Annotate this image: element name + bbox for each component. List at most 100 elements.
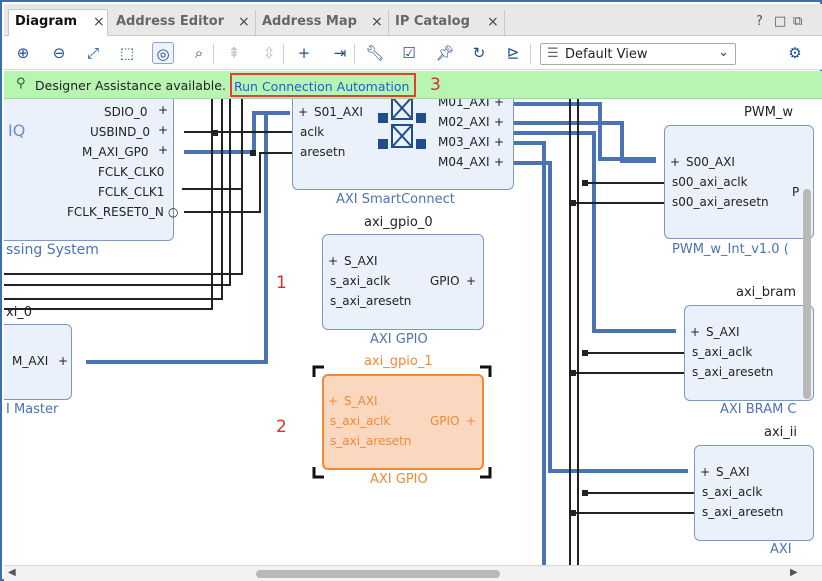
close-icon[interactable]: × bbox=[93, 14, 105, 30]
bus-wire[interactable] bbox=[514, 131, 676, 333]
zoom-out-icon[interactable]: ⊖ bbox=[52, 44, 66, 62]
horizontal-scroll-thumb[interactable] bbox=[256, 570, 500, 578]
vertical-scrollbar[interactable] bbox=[800, 99, 820, 565]
port-s-axi-aresetn[interactable]: s_axi_aresetn bbox=[692, 365, 774, 379]
plus-icon[interactable]: + bbox=[158, 123, 169, 137]
axi-master-block[interactable] bbox=[4, 324, 72, 400]
port-s-axi[interactable]: S_AXI bbox=[344, 254, 378, 268]
regenerate-icon[interactable]: ⊵ bbox=[506, 44, 520, 62]
plus-icon[interactable]: + bbox=[158, 143, 169, 157]
plus-icon[interactable]: + bbox=[494, 155, 505, 169]
help-icon[interactable]: ? bbox=[756, 14, 763, 29]
port-s-axi[interactable]: S_AXI bbox=[344, 394, 378, 408]
zoom-area-icon[interactable]: ⬚ bbox=[119, 44, 135, 62]
port-s-axi-aclk[interactable]: s_axi_aclk bbox=[702, 485, 763, 499]
search-icon[interactable]: ⌕ bbox=[194, 44, 204, 62]
zoom-in-icon[interactable]: ⊕ bbox=[16, 44, 30, 62]
validate-icon[interactable]: ☑ bbox=[402, 44, 416, 62]
bus-wire[interactable] bbox=[514, 121, 656, 163]
net-wire[interactable] bbox=[4, 99, 213, 310]
bus-wire[interactable] bbox=[514, 141, 546, 565]
port-s-axi-aresetn[interactable]: s_axi_aresetn bbox=[330, 434, 412, 448]
refresh-icon[interactable]: ↻ bbox=[472, 44, 486, 62]
tab-diagram[interactable]: Diagram × bbox=[8, 9, 108, 37]
port-fclk-clk1[interactable]: FCLK_CLK1 bbox=[98, 185, 165, 199]
smartconnect-block[interactable] bbox=[292, 99, 514, 190]
plus-icon[interactable]: + bbox=[158, 103, 169, 117]
pin-icon[interactable]: 📌︎ bbox=[435, 44, 455, 62]
plus-icon[interactable]: + bbox=[328, 254, 339, 268]
tab-ip-catalog[interactable]: IP Catalog × bbox=[389, 10, 505, 36]
port-s-axi-aclk[interactable]: s_axi_aclk bbox=[692, 345, 753, 359]
port-s01-axi[interactable]: S01_AXI bbox=[314, 105, 363, 119]
plus-icon[interactable]: + bbox=[328, 394, 339, 408]
port-usbind-0[interactable]: USBIND_0 bbox=[90, 125, 151, 139]
port-fclk-reset0-n[interactable]: FCLK_RESET0_N bbox=[67, 205, 164, 219]
port-fclk-clk0[interactable]: FCLK_CLK0 bbox=[98, 165, 165, 179]
axi-iic-block[interactable] bbox=[694, 445, 814, 541]
port-s-axi-aclk[interactable]: s_axi_aclk bbox=[330, 274, 391, 288]
tab-address-map[interactable]: Address Map × bbox=[256, 10, 389, 36]
add-ip-icon[interactable]: + bbox=[297, 44, 311, 62]
port-gpio[interactable]: GPIO bbox=[430, 274, 460, 288]
port-gpio[interactable]: GPIO bbox=[430, 414, 460, 428]
maximize-icon[interactable]: ⧉ bbox=[793, 14, 803, 29]
close-icon[interactable]: × bbox=[487, 14, 499, 30]
port-sdio-0[interactable]: SDIO_0 bbox=[104, 105, 148, 119]
add-port-icon[interactable]: ⇥ bbox=[333, 44, 347, 62]
expand-all-icon[interactable]: ⇳ bbox=[262, 44, 276, 62]
collapse-all-icon[interactable]: ⇞ bbox=[227, 44, 241, 62]
restore-icon[interactable]: □ bbox=[774, 14, 787, 29]
port-aresetn[interactable]: aresetn bbox=[300, 145, 346, 159]
port-aclk[interactable]: aclk bbox=[300, 125, 325, 139]
port-m04-axi[interactable]: M04_AXI bbox=[438, 155, 490, 169]
bus-wire[interactable] bbox=[86, 111, 290, 364]
plus-icon[interactable]: + bbox=[298, 105, 309, 119]
port-s00-axi-aclk[interactable]: s00_axi_aclk bbox=[672, 175, 748, 189]
net-wire[interactable] bbox=[184, 152, 296, 213]
port-s00-axi-aresetn[interactable]: s00_axi_aresetn bbox=[672, 195, 769, 209]
plus-icon[interactable]: + bbox=[670, 155, 681, 169]
port-m-axi-gp0[interactable]: M_AXI_GP0 bbox=[82, 145, 149, 159]
pwm-output-port[interactable]: P bbox=[792, 185, 800, 199]
net-wire[interactable] bbox=[4, 99, 243, 275]
plus-icon[interactable]: + bbox=[690, 325, 701, 339]
port-m03-axi[interactable]: M03_AXI bbox=[438, 135, 490, 149]
port-s-axi-aclk[interactable]: s_axi_aclk bbox=[330, 414, 391, 428]
plus-icon[interactable]: + bbox=[58, 354, 69, 368]
plus-icon[interactable]: + bbox=[494, 99, 505, 109]
zoom-fit-icon[interactable]: ⤢ bbox=[86, 44, 99, 62]
pwm-block[interactable] bbox=[664, 125, 814, 239]
plus-icon[interactable]: + bbox=[494, 135, 505, 149]
port-s-axi[interactable]: S_AXI bbox=[716, 465, 750, 479]
plus-icon[interactable]: + bbox=[466, 414, 477, 428]
run-connection-automation-link[interactable]: Run Connection Automation bbox=[230, 73, 416, 97]
port-s00-axi[interactable]: S00_AXI bbox=[686, 155, 735, 169]
close-icon[interactable]: × bbox=[371, 14, 383, 30]
port-s-axi[interactable]: S_AXI bbox=[706, 325, 740, 339]
port-s-axi-aresetn[interactable]: s_axi_aresetn bbox=[702, 505, 784, 519]
bus-wire[interactable] bbox=[514, 161, 688, 473]
vertical-scroll-thumb[interactable] bbox=[803, 189, 811, 399]
port-m01-axi[interactable]: M01_AXI bbox=[438, 99, 490, 109]
axi-gpio-1-block[interactable] bbox=[322, 374, 484, 470]
plus-icon[interactable]: + bbox=[466, 274, 477, 288]
scroll-left-icon[interactable]: ◀ bbox=[8, 567, 16, 578]
port-s-axi-aresetn[interactable]: s_axi_aresetn bbox=[330, 294, 412, 308]
gear-icon[interactable]: ⚙ bbox=[788, 44, 802, 62]
axi-bram-block[interactable] bbox=[684, 305, 814, 401]
select-area-icon[interactable]: ◎ bbox=[152, 42, 174, 64]
port-m02-axi[interactable]: M02_AXI bbox=[438, 115, 490, 129]
tab-address-editor[interactable]: Address Editor × bbox=[110, 10, 256, 36]
scroll-right-icon[interactable]: ▶ bbox=[790, 567, 798, 578]
port-m-axi[interactable]: M_AXI bbox=[12, 354, 49, 368]
plus-icon[interactable]: + bbox=[700, 465, 711, 479]
net-wire[interactable] bbox=[4, 99, 223, 300]
horizontal-scrollbar[interactable]: ◀ ▶ bbox=[4, 565, 822, 581]
diagram-canvas[interactable]: IQ SDIO_0 USBIND_0 M_AXI_GP0 FCLK_CLK0 F… bbox=[4, 99, 822, 565]
plus-icon[interactable]: + bbox=[494, 115, 505, 129]
view-select[interactable]: ☰ Default View ⌄ bbox=[540, 43, 736, 65]
processing-system-block[interactable] bbox=[4, 99, 174, 241]
settings-wrench-icon[interactable]: 🔧︎ bbox=[365, 44, 385, 62]
axi-gpio-0-block[interactable] bbox=[322, 234, 484, 330]
